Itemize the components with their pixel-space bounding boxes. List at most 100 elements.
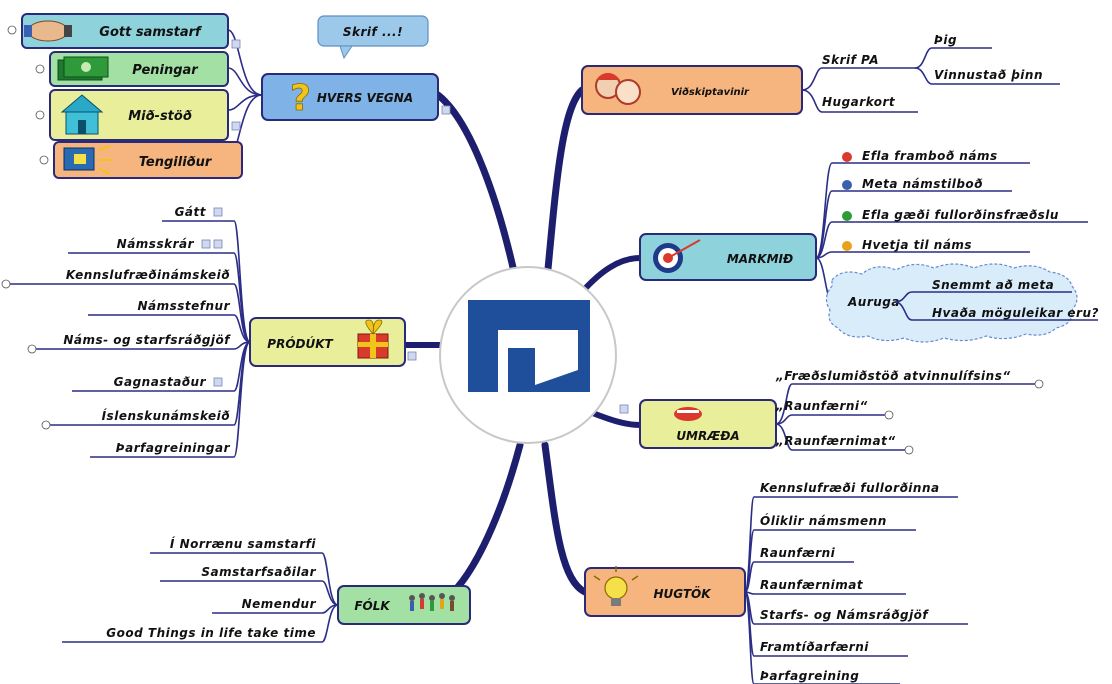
note-icon[interactable] (213, 239, 223, 249)
note-icon[interactable] (213, 207, 223, 217)
produkt-item[interactable]: Kennslufræðinámskeið (66, 268, 230, 282)
produkt-item[interactable]: Námsstefnur (137, 299, 230, 313)
people-icon (595, 73, 641, 105)
gott-samstarf-label: Gott samstarf (99, 25, 203, 40)
hugtok-item[interactable]: Þarfagreining (760, 669, 859, 683)
collapse-toggle[interactable] (27, 344, 37, 354)
vidskiptavinir-subitem[interactable]: Vinnustað þinn (934, 68, 1043, 82)
number-4-icon (842, 241, 852, 251)
target-icon (653, 239, 701, 273)
folk-item[interactable]: Good Things in life take time (106, 626, 316, 640)
collapse-toggle[interactable] (1, 279, 11, 289)
produkt-item[interactable]: Gagnastaður (114, 375, 207, 389)
handshake-icon (24, 20, 72, 42)
vidskiptavinir-item[interactable]: Hugarkort (822, 95, 896, 109)
markmid-item-4[interactable]: Hvetja til náms (842, 238, 972, 252)
peningar-node[interactable]: Peningar (49, 51, 229, 87)
produkt-item[interactable]: Náms- og starfsráðgjöf (63, 333, 231, 347)
central-logo (468, 300, 590, 392)
connector-icon (63, 145, 112, 175)
callout-bubble[interactable]: Skrif ...! (317, 15, 429, 60)
markmid-cloud[interactable]: Auruga Snemmt að meta Hvaða möguleikar e… (825, 263, 1099, 343)
tengilidur-node[interactable]: Tengiliður (53, 141, 243, 179)
collapse-toggle[interactable] (35, 64, 45, 74)
markmid-item-label: Meta námstilboð (862, 177, 983, 191)
produkt-label: PRÓDÚKT (267, 336, 333, 351)
markmid-item-label: Efla gæði fullorðinsfræðslu (862, 208, 1059, 222)
cloud-label: Auruga (847, 295, 900, 309)
number-1-icon (842, 152, 852, 162)
produkt-item[interactable]: Námsskrár (117, 237, 195, 251)
markmid-item-2[interactable]: Meta námstilboð (842, 177, 983, 191)
umraeda-node[interactable]: UMRÆÐA (639, 399, 777, 449)
hugtok-label: HUGTÖK (653, 586, 712, 601)
collapse-toggle[interactable] (884, 410, 894, 420)
collapse-toggle[interactable] (41, 420, 51, 430)
folk-node[interactable]: FÓLK (337, 585, 471, 625)
markmid-item-1[interactable]: Efla framboð náms (842, 149, 998, 163)
folk-item[interactable]: Í Norrænu samstarfi (170, 536, 316, 551)
lightbulb-icon (593, 566, 639, 606)
collapse-toggle[interactable] (35, 110, 45, 120)
folk-item[interactable]: Nemendur (242, 597, 317, 611)
produkt-group: PRÓDÚKT Gátt Námsskrár Kennslufræðinámsk… (1, 205, 417, 458)
hvers-vegna-node[interactable]: ? HVERS VEGNA (261, 73, 439, 121)
hugtok-item[interactable]: Kennslufræði fullorðinna (760, 481, 940, 495)
folk-group: FÓLK Í Norrænu samstarfi Samstarfsaðilar… (62, 536, 471, 643)
folk-item[interactable]: Samstarfsaðilar (201, 565, 316, 579)
hugtok-node[interactable]: HUGTÖK (584, 566, 746, 617)
collapse-toggle[interactable] (39, 155, 49, 165)
note-icon[interactable] (231, 39, 241, 49)
cloud-item[interactable]: Snemmt að meta (932, 278, 1054, 292)
umraeda-item[interactable]: „Fræðslumiðstöð atvinnulífsins“ (775, 369, 1011, 383)
markmid-item-label: Hvetja til náms (862, 238, 972, 252)
central-node (439, 266, 617, 444)
produkt-node[interactable]: PRÓDÚKT (249, 317, 406, 367)
gift-icon (357, 319, 389, 359)
note-icon[interactable] (619, 404, 629, 414)
question-mark-icon: ? (290, 78, 311, 119)
collapse-toggle[interactable] (904, 445, 914, 455)
markmid-node[interactable]: MARKMIÐ (639, 233, 817, 281)
note-icon[interactable] (201, 239, 211, 249)
callout-text: Skrif ...! (343, 25, 403, 39)
mid-stod-node[interactable]: Mið-stöð (49, 89, 229, 141)
produkt-item[interactable]: Íslenskunámskeið (102, 408, 231, 423)
note-icon[interactable] (441, 105, 451, 115)
umraeda-group: UMRÆÐA „Fræðslumiðstöð atvinnulífsins“ „… (619, 369, 1044, 455)
produkt-item[interactable]: Þarfagreiningar (116, 441, 231, 455)
number-3-icon (842, 211, 852, 221)
mouth-icon (674, 407, 702, 421)
crowd-icon (409, 593, 455, 611)
vidskiptavinir-subitem[interactable]: Þig (934, 33, 957, 47)
number-2-icon (842, 180, 852, 190)
collapse-toggle[interactable] (7, 25, 17, 35)
hugtok-item[interactable]: Óliklir námsmenn (760, 513, 887, 528)
hugtok-item[interactable]: Raunfærni (760, 546, 836, 560)
gott-samstarf-node[interactable]: Gott samstarf (21, 13, 229, 49)
markmid-item-label: Efla framboð náms (862, 149, 998, 163)
tengilidur-label: Tengiliður (139, 155, 213, 170)
note-icon[interactable] (231, 121, 241, 131)
collapse-toggle[interactable] (1034, 379, 1044, 389)
note-icon[interactable] (213, 377, 223, 387)
vidskiptavinir-label: Viðskiptavinir (671, 87, 750, 98)
vidskiptavinir-item[interactable]: Skrif PA (822, 53, 879, 67)
folk-label: FÓLK (354, 598, 391, 613)
hvers-vegna-group: Skrif ...! ? HVERS VEGNA Gott samstarf (7, 13, 451, 179)
umraeda-item[interactable]: „Raunfærni“ (775, 399, 868, 413)
hvers-vegna-label: HVERS VEGNA (317, 91, 413, 105)
hugtok-group: HUGTÖK Kennslufræði fullorðinna Óliklir … (584, 481, 968, 684)
markmid-item-3[interactable]: Efla gæði fullorðinsfræðslu (842, 208, 1059, 222)
hugtok-item[interactable]: Raunfærnimat (760, 578, 864, 592)
produkt-item[interactable]: Gátt (175, 205, 207, 219)
hugtok-item[interactable]: Starfs- og Námsráðgjöf (760, 608, 929, 622)
cloud-item[interactable]: Hvaða möguleikar eru? (932, 306, 1099, 320)
markmid-group: MARKMIÐ Efla framboð náms Meta námstilbo… (639, 149, 1099, 343)
vidskiptavinir-node[interactable]: Viðskiptavinir (581, 65, 803, 115)
umraeda-item[interactable]: „Raunfærnimat“ (775, 434, 896, 448)
hugtok-item[interactable]: Framtíðarfærni (760, 640, 869, 654)
umraeda-label: UMRÆÐA (676, 429, 739, 443)
note-icon[interactable] (407, 351, 417, 361)
